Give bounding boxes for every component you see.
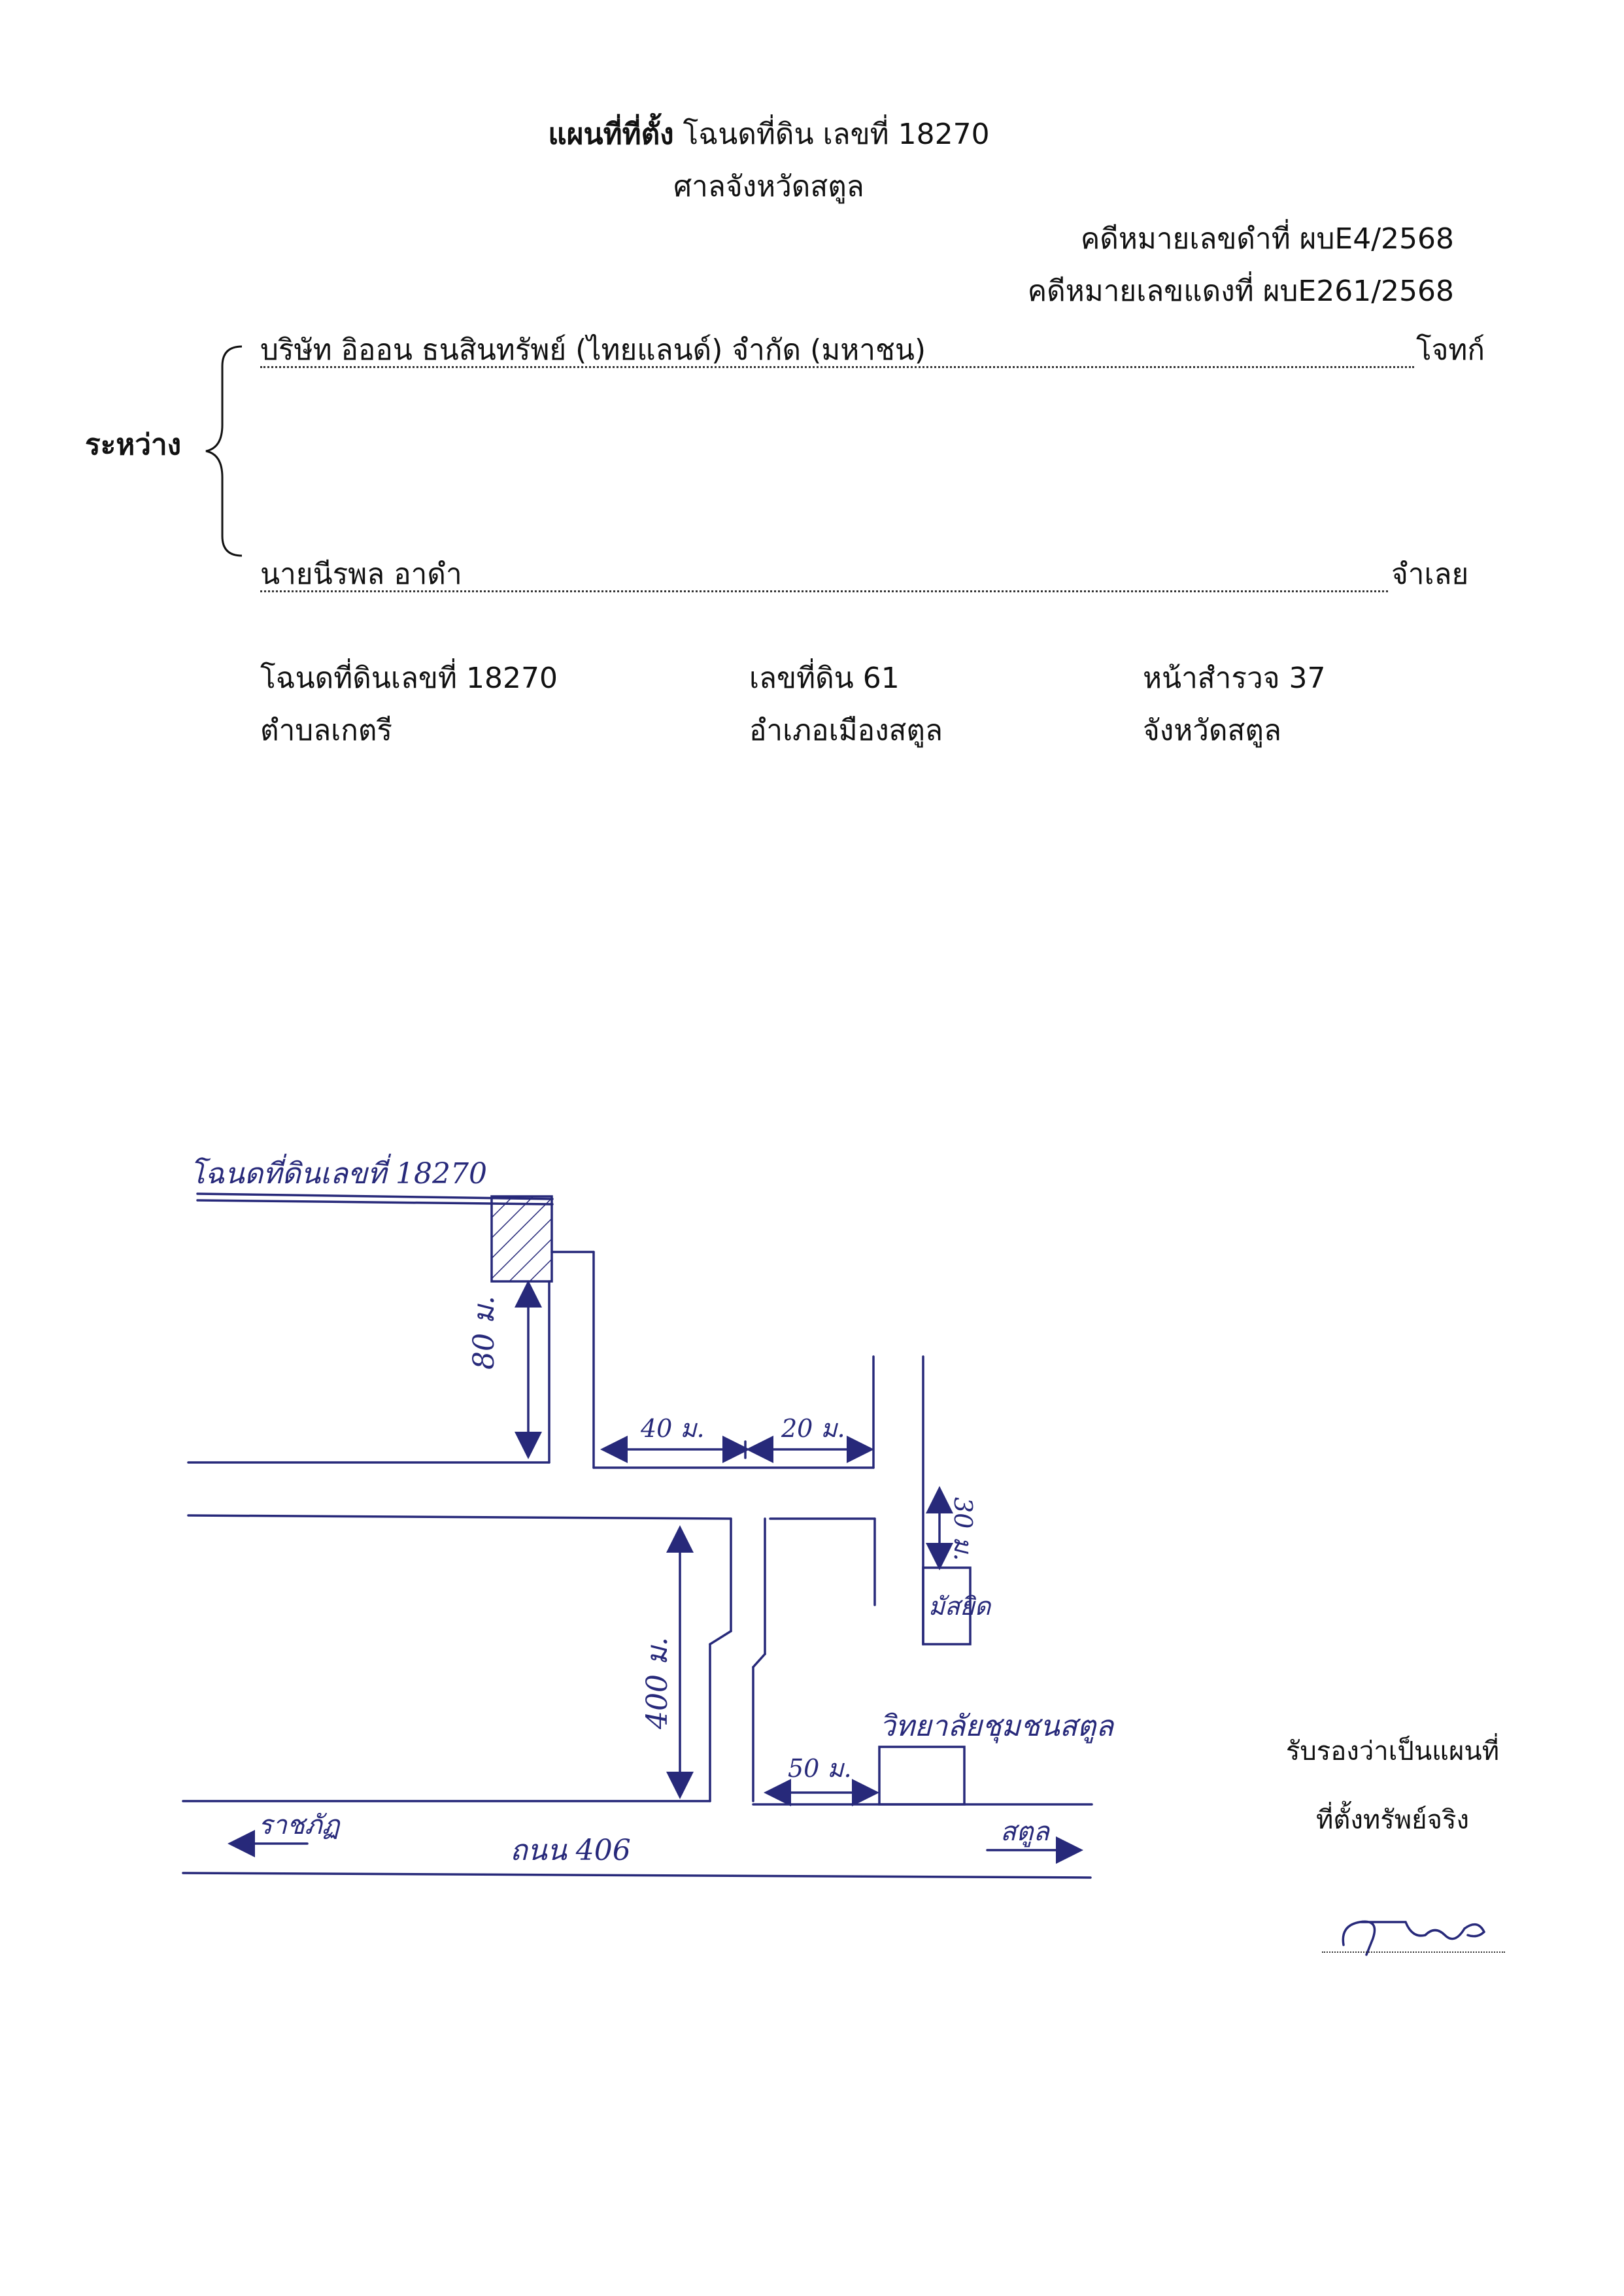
title-bold: แผนที่ที่ตั้ง [548,118,674,151]
map-right-direction: สตูล [1000,1817,1051,1848]
brace-icon [205,345,243,557]
signature [1342,1920,1486,1956]
map-dist-30: 30 ม. [949,1497,977,1561]
plaintiff-dotted-line [260,366,1414,368]
between-label: ระหว่าง [85,428,182,462]
certify-line-1: รับรองว่าเป็นแผนที่ [1285,1736,1500,1766]
map-dist-40: 40 ม. [640,1414,705,1443]
map-left-direction: ราชภัฏ [258,1810,341,1840]
certify-line-2: ที่ตั้งทรัพย์จริง [1316,1805,1469,1835]
map-road-label: ถนน 406 [510,1834,631,1867]
map-dist-20: 20 ม. [781,1414,845,1443]
defendant-dotted-line [260,590,1388,592]
map-deed-label: โฉนดที่ดินเลขที่ 18270 [190,1153,487,1190]
college-building [878,1746,966,1806]
document-title: แผนที่ที่ตั้ง โฉนดที่ดิน เลขที่ 18270 [548,118,989,152]
defendant-role: จำเลย [1391,558,1469,591]
map-dist-50: 50 ม. [788,1754,852,1783]
title-rest: โฉนดที่ดิน เลขที่ 18270 [683,118,990,151]
black-case-number: คดีหมายเลขดำที่ ผบE4/2568 [1080,222,1454,256]
parcel-number: เลขที่ดิน 61 [749,662,900,695]
court-name: ศาลจังหวัดสตูล [673,170,864,203]
deed-number: โฉนดที่ดินเลขที่ 18270 [260,662,558,695]
map-mosque-label: มัสยิด [928,1592,992,1621]
defendant-name: นายนีรพล อาดำ [260,558,462,591]
plaintiff-role: โจทก์ [1416,333,1485,367]
plot-parcel-marker [490,1195,553,1283]
signature-dotted-line [1322,1951,1505,1953]
mosque-building [922,1566,972,1646]
plaintiff-name: บริษัท อิออน ธนสินทรัพย์ (ไทยแลนด์) จำกั… [260,333,926,367]
district: อำเภอเมืองสตูล [749,714,943,747]
survey-page: หน้าสำรวจ 37 [1143,662,1326,695]
subdistrict: ตำบลเกตรี [260,714,393,747]
map-dist-400: 400 ม. [641,1637,674,1730]
map-dist-80: 80 ม. [467,1296,501,1370]
map-college-label: วิทยาลัยชุมชนสตูล [879,1710,1115,1744]
red-case-number: คดีหมายเลขแดงที่ ผบE261/2568 [1027,275,1454,308]
province: จังหวัดสตูล [1143,714,1281,747]
